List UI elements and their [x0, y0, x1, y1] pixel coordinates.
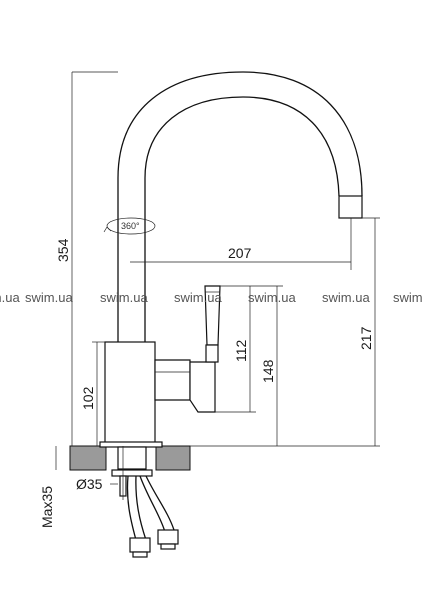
- spout: [117, 71, 363, 342]
- dim-112-label: 112: [233, 339, 249, 362]
- watermark-text: swim.ua: [0, 290, 20, 305]
- dim-354-label: 354: [55, 238, 71, 262]
- dimension-reach: 207: [130, 218, 352, 270]
- dim-217-label: 217: [358, 326, 374, 350]
- watermark-row: swim.ua swim.ua swim.ua swim.ua swim.ua …: [0, 290, 423, 305]
- countertop: [69, 441, 191, 471]
- dimension-spout-height: 217: [190, 217, 380, 447]
- dimension-hole-diameter: Ø35: [76, 476, 118, 492]
- watermark-text: swim.ua: [393, 290, 423, 305]
- watermark-text: swim.ua: [25, 290, 73, 305]
- rotation-label: 360°: [121, 221, 140, 231]
- flexible-hoses: [126, 475, 179, 558]
- watermark-text: swim.ua: [322, 290, 370, 305]
- watermark-text: swim.ua: [174, 290, 222, 305]
- faucet-body: [104, 341, 216, 447]
- dim-207-label: 207: [228, 245, 252, 261]
- dimension-max-thickness: Max35: [39, 446, 57, 528]
- rotation-indicator: 360°: [103, 217, 156, 235]
- dim-diameter-label: Ø35: [76, 476, 103, 492]
- watermark-text: swim.ua: [248, 290, 296, 305]
- dim-102-label: 102: [80, 386, 96, 410]
- dimension-total-height: 354: [55, 71, 118, 446]
- rotation-arrow-icon: [106, 217, 156, 235]
- dim-148-label: 148: [260, 359, 276, 383]
- dimension-body-height: 102: [80, 341, 105, 446]
- dim-max-label: Max35: [39, 486, 55, 528]
- handle-lever: [204, 285, 221, 363]
- dimension-148: 148: [256, 285, 283, 446]
- dimension-handle-height: 112: [215, 285, 256, 413]
- mounting-assembly: [111, 446, 153, 500]
- watermark-text: swim.ua: [100, 290, 148, 305]
